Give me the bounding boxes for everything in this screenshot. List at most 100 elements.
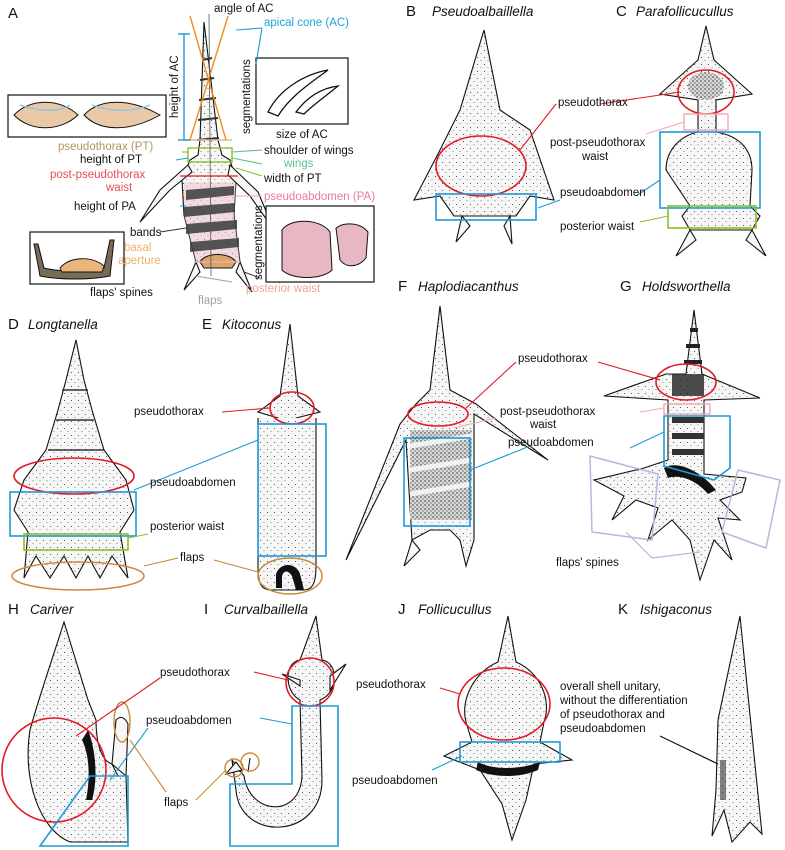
panel-g-pt-dark bbox=[672, 374, 704, 396]
label-k-note-1: overall shell unitary, bbox=[560, 681, 661, 693]
leader-c-post-pt bbox=[645, 121, 685, 135]
label-shoulder-wings: shoulder of wings bbox=[264, 145, 354, 157]
panel-letter-b: B bbox=[406, 3, 416, 20]
panel-a-leaders bbox=[159, 27, 263, 283]
inset-segment-shape bbox=[335, 223, 369, 267]
panel-a-flap-right bbox=[235, 260, 253, 293]
leader-g-pa bbox=[629, 431, 665, 449]
panel-g: G Holdsworthella bbox=[589, 278, 781, 582]
panel-f-spine bbox=[403, 538, 421, 567]
panel-d-posterior-waist-box bbox=[23, 533, 129, 551]
label-segmentations-bottom: segmentations bbox=[253, 205, 265, 280]
inset-wing-outline bbox=[19, 104, 151, 111]
leader-c-pa bbox=[635, 179, 661, 197]
label-wings: wings bbox=[283, 158, 314, 170]
panel-c: C Parafollicucullus bbox=[599, 3, 767, 257]
panel-name-i: Curvalbaillella bbox=[224, 602, 309, 617]
panel-i-pseudoabdomen-box bbox=[229, 705, 339, 847]
leader-de-pa bbox=[133, 439, 259, 491]
panel-g-shell bbox=[592, 309, 761, 582]
label-h-flaps: flaps bbox=[164, 797, 189, 809]
leader-h-pt bbox=[75, 677, 161, 737]
label-size-ac: size of AC bbox=[276, 129, 328, 141]
label-c-posterior-waist: posterior waist bbox=[560, 221, 635, 233]
panel-k: K Ishigaconus bbox=[618, 601, 763, 844]
panel-a-right-wing bbox=[227, 163, 275, 231]
leader-apical-cone bbox=[235, 27, 263, 31]
panel-c-shell bbox=[658, 25, 761, 231]
label-angle-ac: angle of AC bbox=[214, 3, 273, 15]
leader-f-pt bbox=[465, 361, 517, 409]
panel-d-pseudothorax-ellipse bbox=[13, 457, 135, 495]
label-g-flaps-spines: flaps' spines bbox=[556, 557, 619, 569]
panel-name-e: Kitoconus bbox=[222, 317, 282, 332]
panel-g-post-pt-box bbox=[663, 403, 711, 415]
panel-e: E Kitoconus bbox=[202, 316, 327, 595]
panel-a-inset-aperture bbox=[29, 231, 125, 285]
panel-name-g: Holdsworthella bbox=[642, 279, 731, 294]
panel-e-aperture bbox=[276, 565, 304, 590]
panel-b-spines bbox=[455, 214, 513, 245]
panel-a-inset-segment bbox=[265, 205, 375, 283]
panel-b-pseudoabdomen-box bbox=[435, 193, 537, 221]
leader-apical-cone bbox=[255, 27, 263, 65]
panel-a-band bbox=[190, 238, 239, 252]
panel-i-flap-circle bbox=[240, 752, 260, 772]
panel-g-aperture bbox=[664, 465, 716, 494]
leader-width-pt bbox=[235, 167, 263, 177]
panel-k-shell bbox=[711, 615, 763, 844]
panel-d-segment-lines bbox=[48, 389, 104, 451]
panel-i-flap-spines bbox=[224, 757, 251, 775]
panel-g-apical-bands bbox=[684, 328, 702, 364]
label-posterior-waist: posterior waist bbox=[246, 283, 321, 295]
label-pseudoabdomen-pa: pseudoabdomen (PA) bbox=[264, 191, 375, 203]
panel-a-inset-wings bbox=[7, 94, 167, 138]
leader-g-pt bbox=[597, 361, 661, 381]
label-d-posterior-waist: posterior waist bbox=[150, 521, 225, 533]
label-height-pa: height of PA bbox=[74, 201, 136, 213]
label-c-post-pt-2: waist bbox=[581, 151, 609, 163]
label-j-pseudothorax: pseudothorax bbox=[356, 679, 426, 691]
label-f-post-pt-1: post-pseudothorax bbox=[500, 406, 596, 418]
leader-b-pa bbox=[537, 199, 561, 209]
panel-name-d: Longtanella bbox=[28, 317, 98, 332]
label-b-pseudothorax: pseudothorax bbox=[558, 97, 628, 109]
leader-b-pt bbox=[519, 103, 557, 151]
panel-a-angle-line-right bbox=[189, 15, 229, 141]
label-width-pt: width of PT bbox=[263, 173, 322, 185]
leader-flaps bbox=[195, 275, 233, 283]
panel-a-left-wing bbox=[139, 164, 193, 223]
panel-i-spines bbox=[281, 663, 347, 692]
panel-h: H Cariver bbox=[1, 601, 167, 847]
label-flaps-spines: flaps' spines bbox=[90, 287, 153, 299]
label-k-note-3: of pseudothorax and bbox=[560, 709, 665, 721]
label-height-ac: height of AC bbox=[169, 55, 181, 118]
leader-j-pa bbox=[431, 755, 463, 771]
panel-f-pseudoabdomen-box bbox=[403, 437, 471, 527]
label-f-pseudoabdomen: pseudoabdomen bbox=[508, 437, 594, 449]
panel-letter-c: C bbox=[616, 3, 627, 20]
label-f-post-pt-2: waist bbox=[529, 419, 557, 431]
leader-c-pt bbox=[599, 91, 681, 105]
leader-i-flaps bbox=[195, 769, 227, 801]
panel-j-pseudoabdomen-box bbox=[459, 741, 561, 763]
label-b-pseudoabdomen: pseudoabdomen bbox=[560, 187, 646, 199]
leader-g-flaps bbox=[625, 531, 653, 559]
panel-b: B Pseudoalbaillella bbox=[406, 3, 561, 245]
panel-c-pseudoabdomen-box bbox=[659, 131, 761, 209]
panel-g-flaps-box-left bbox=[589, 455, 659, 541]
label-k-note-2: without the differentiation bbox=[559, 695, 688, 707]
panel-h-flaps-ellipse bbox=[113, 701, 131, 743]
label-post-pt-waist-2: waist bbox=[105, 182, 133, 194]
panel-i-shell bbox=[231, 615, 335, 828]
leader-segmentations bbox=[243, 271, 261, 279]
label-f-pseudothorax: pseudothorax bbox=[518, 353, 588, 365]
panel-h-pseudothorax-circle bbox=[1, 717, 107, 823]
panel-d-pseudoabdomen-box bbox=[9, 491, 137, 537]
leader-g-flaps bbox=[651, 551, 701, 559]
leader-f-post-pt bbox=[453, 417, 497, 429]
panel-letter-k: K bbox=[618, 601, 628, 618]
panel-j-shell bbox=[442, 615, 574, 842]
label-h-pseudothorax: pseudothorax bbox=[160, 667, 230, 679]
panel-j-pseudothorax-ellipse bbox=[457, 667, 551, 741]
